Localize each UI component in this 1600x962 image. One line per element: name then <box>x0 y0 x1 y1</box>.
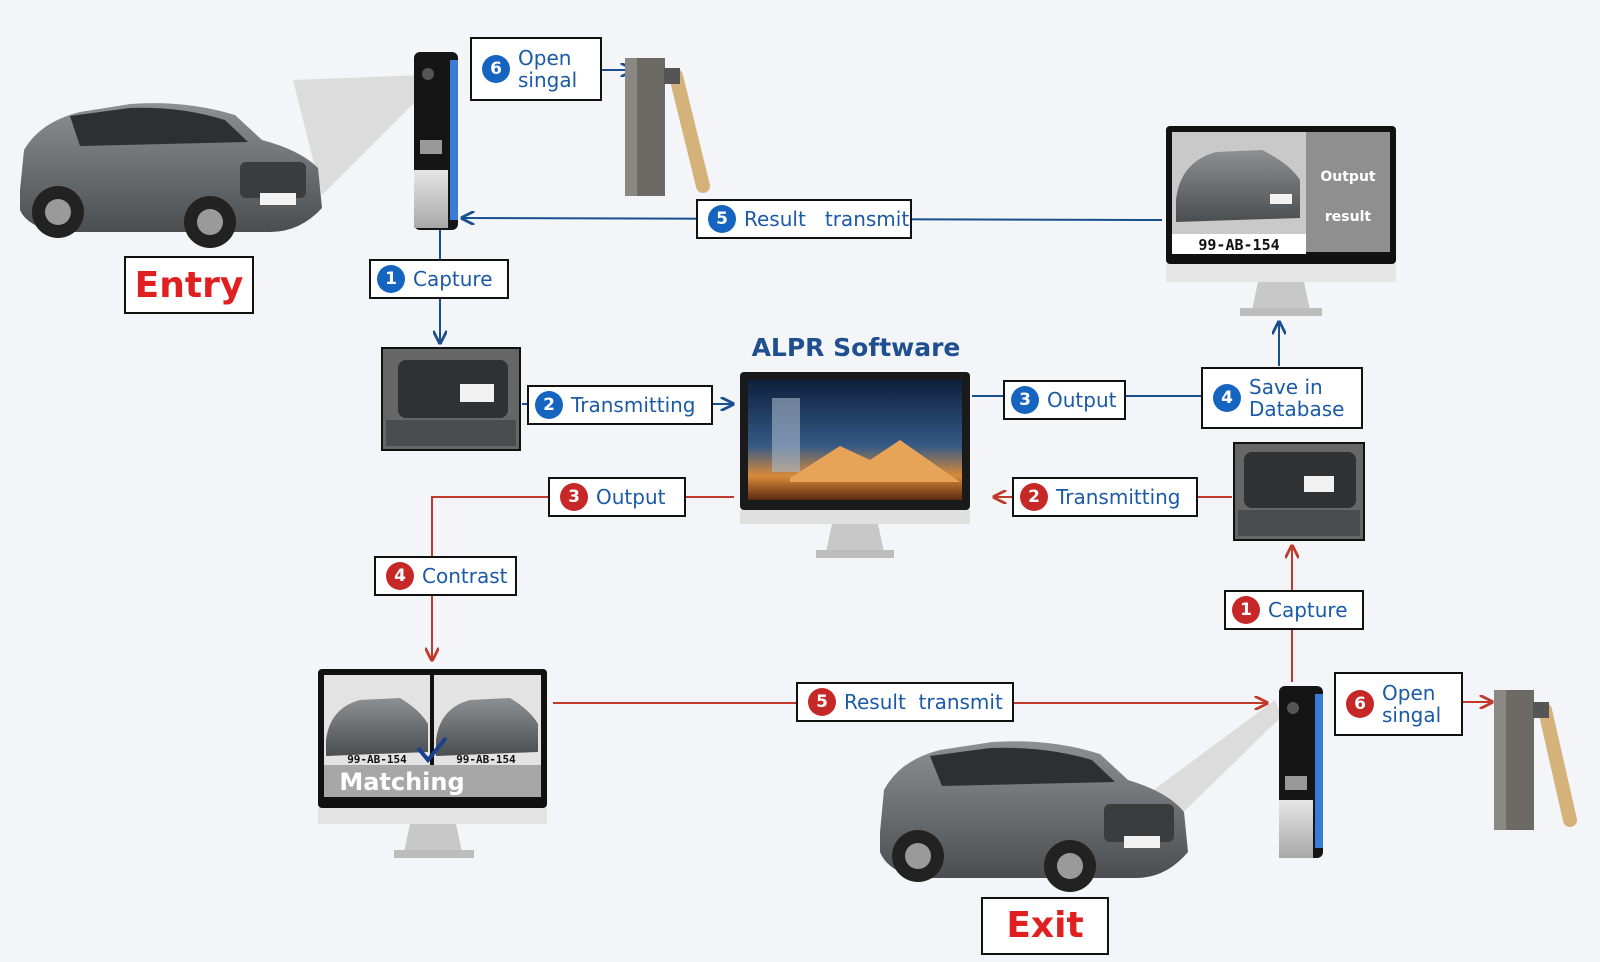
step-text: Result transmit <box>744 207 910 231</box>
exit-barrier-gate-icon <box>1494 690 1577 830</box>
step-number: 3 <box>1011 386 1039 414</box>
matching-plate-left: 99-AB-154 <box>347 753 407 766</box>
step-line1: Open <box>1382 681 1436 705</box>
matching-plate-right: 99-AB-154 <box>456 753 516 766</box>
exit-step3-output: 3 Output <box>548 477 686 517</box>
software-title: ALPR Software <box>752 333 961 362</box>
step-number: 2 <box>535 391 563 419</box>
exit-step5-result-transmit: 5 Result transmit <box>796 682 1014 722</box>
step-number: 4 <box>386 562 414 590</box>
step-number: 6 <box>1346 690 1374 718</box>
step-text: Result transmit <box>844 690 1003 714</box>
output-result-monitor-icon: Output result 99-AB-154 <box>1166 126 1396 316</box>
alpr-monitor-icon <box>740 372 970 558</box>
step-text: Transmitting <box>571 393 696 417</box>
step-line2: singal <box>518 68 578 92</box>
output-result-line2: result <box>1325 209 1371 225</box>
entry-step1-capture: 1 Capture <box>369 259 509 299</box>
matching-caption: Matching <box>339 768 464 796</box>
entry-camera-pillar-icon <box>414 52 458 230</box>
exit-camera-pillar-icon <box>1279 686 1323 858</box>
entry-barrier-gate-icon <box>625 58 710 196</box>
step-line1: Save in <box>1249 375 1323 399</box>
exit-label: Exit <box>1006 905 1083 946</box>
step-text: Capture <box>413 267 493 291</box>
step-line1: Open <box>518 46 572 70</box>
step-line2: singal <box>1382 703 1442 727</box>
exit-car-icon <box>880 700 1282 892</box>
exit-plate-crop-icon <box>1233 442 1365 541</box>
entry-plate-crop-icon <box>381 347 521 451</box>
step-number: 5 <box>808 688 836 716</box>
step-number: 1 <box>1232 596 1260 624</box>
step-text: Output <box>1047 388 1117 412</box>
output-result-line1: Output <box>1320 169 1376 185</box>
step-text: Transmitting <box>1056 485 1181 509</box>
step-line2: Database <box>1249 397 1345 421</box>
entry-tag: Entry <box>124 256 254 314</box>
step-number: 4 <box>1213 384 1241 412</box>
matching-monitor-icon: 99-AB-154 99-AB-154 Matching <box>318 669 547 858</box>
entry-car-icon <box>20 75 425 248</box>
step-number: 2 <box>1020 483 1048 511</box>
entry-step5-result-transmit: 5 Result transmit <box>696 199 912 239</box>
step-number: 5 <box>708 205 736 233</box>
step-text: Contrast <box>422 564 508 588</box>
step-text: Output <box>596 485 666 509</box>
step-number: 1 <box>377 265 405 293</box>
entry-step2-transmitting: 2 Transmitting <box>527 385 713 425</box>
entry-label: Entry <box>135 265 244 306</box>
exit-tag: Exit <box>981 897 1109 955</box>
output-result-plate: 99-AB-154 <box>1198 236 1279 254</box>
exit-step2-transmitting: 2 Transmitting <box>1012 477 1198 517</box>
entry-step3-output: 3 Output <box>1003 380 1126 420</box>
step-text: Capture <box>1268 598 1348 622</box>
checkmark-icon <box>416 736 448 764</box>
step-number: 3 <box>560 483 588 511</box>
exit-step1-capture: 1 Capture <box>1224 590 1364 630</box>
exit-step4-contrast: 4 Contrast <box>374 556 517 596</box>
step-number: 6 <box>482 55 510 83</box>
